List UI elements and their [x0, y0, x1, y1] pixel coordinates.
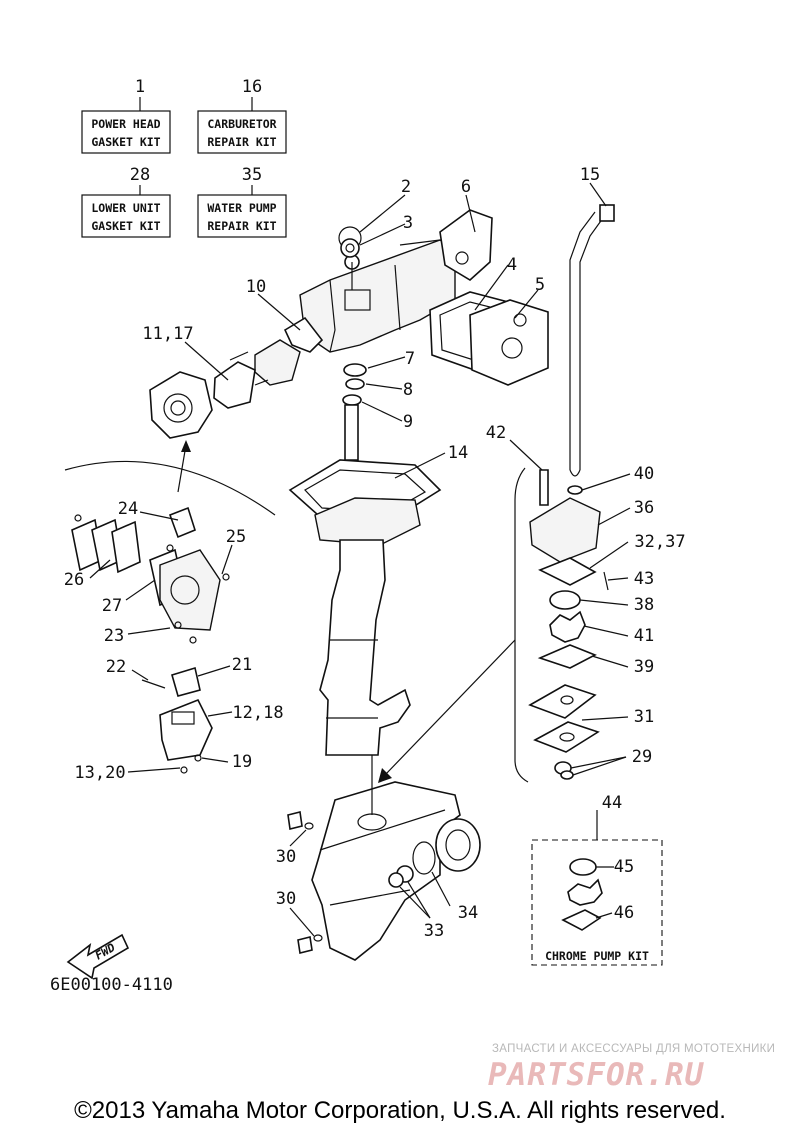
label-4: 4 [507, 255, 517, 275]
upper-casing [319, 539, 411, 756]
chrome-pump-kit-label: CHROME PUMP KIT [545, 949, 649, 963]
label-39: 39 [634, 657, 654, 677]
dowel-29b [560, 770, 574, 780]
label-30-upper: 30 [276, 847, 296, 867]
label-6: 6 [461, 177, 471, 197]
label-13-20: 13,20 [74, 763, 125, 783]
label-9: 9 [403, 412, 413, 432]
label-10: 10 [246, 277, 266, 297]
label-44: 44 [602, 793, 622, 813]
kit-carburetor-number: 16 [242, 77, 262, 97]
insert-38 [549, 590, 581, 610]
label-24: 24 [118, 499, 138, 519]
carburetor-body [149, 371, 213, 439]
fwd-arrow: FWD [66, 933, 130, 980]
kit-lower-unit-number: 28 [130, 165, 150, 185]
label-29: 29 [632, 747, 652, 767]
float-bowl [159, 698, 213, 761]
label-23: 23 [104, 626, 124, 646]
kit-carburetor-line2: REPAIR KIT [207, 135, 276, 149]
label-21: 21 [232, 655, 252, 675]
part-labels: 2 3 4 5 6 7 8 9 10 11,17 14 15 24 25 26 … [64, 165, 686, 941]
gasket-39 [537, 644, 597, 669]
label-43: 43 [634, 569, 654, 589]
label-7: 7 [405, 349, 415, 369]
drain-plug-upper [287, 811, 303, 830]
kit-lower-unit: 28 LOWER UNIT GASKET KIT [81, 165, 171, 238]
label-32-37: 32,37 [634, 532, 685, 552]
intake-manifold [254, 339, 301, 386]
bolt-42 [539, 469, 549, 506]
label-3: 3 [403, 213, 413, 233]
washer-8 [345, 378, 365, 390]
label-5: 5 [535, 275, 545, 295]
label-33: 33 [424, 921, 444, 941]
upper-casing-plate [314, 497, 421, 546]
oil-seal-33b [388, 872, 404, 888]
float-21 [171, 666, 201, 697]
label-22: 22 [106, 657, 126, 677]
label-46: 46 [614, 903, 634, 923]
power-head-block [299, 226, 456, 353]
o-ring-9 [342, 394, 362, 406]
label-27: 27 [102, 596, 122, 616]
label-42: 42 [486, 423, 506, 443]
kit-water-pump-line2: REPAIR KIT [207, 219, 276, 233]
lower-unit-casing [311, 781, 461, 961]
grommet-40 [567, 485, 583, 495]
watermark-tagline: ЗАПЧАСТИ И АКСЕССУАРЫ ДЛЯ МОТОТЕХНИКИ [492, 1043, 776, 1055]
label-2: 2 [401, 177, 411, 197]
hose-joint-15 [599, 204, 615, 222]
kit-carburetor: 16 CARBURETOR REPAIR KIT [197, 77, 287, 154]
label-31: 31 [634, 707, 654, 727]
label-34: 34 [458, 903, 478, 923]
copyright-notice: ©2013 Yamaha Motor Corporation, U.S.A. A… [74, 1097, 726, 1124]
impeller-41 [549, 610, 586, 643]
label-19: 19 [232, 752, 252, 772]
diagram-code: 6E00100-4110 [50, 975, 173, 995]
insert-45 [569, 858, 597, 876]
o-ring-34 [412, 841, 436, 875]
bearing-housing [435, 818, 481, 872]
label-15: 15 [580, 165, 600, 185]
kit-power-head-line2: GASKET KIT [91, 135, 160, 149]
kit-lower-unit-line1: LOWER UNIT [91, 201, 160, 215]
pump-housing-36 [529, 497, 601, 563]
impeller-46a [567, 878, 603, 906]
kit-water-pump-line1: WATER PUMP [207, 201, 276, 215]
kit-lower-unit-line2: GASKET KIT [91, 219, 160, 233]
label-26: 26 [64, 570, 84, 590]
insert-cartridge-32 [538, 557, 597, 586]
gasket-46 [561, 909, 602, 931]
leader-lines [89, 182, 631, 937]
label-30-lower: 30 [276, 889, 296, 909]
kit-power-head-number: 1 [135, 77, 145, 97]
kit-water-pump-number: 35 [242, 165, 262, 185]
fuel-pump-assembly [71, 506, 230, 644]
label-11-17: 11,17 [142, 324, 193, 344]
gasket-31 [533, 721, 600, 753]
kit-water-pump: 35 WATER PUMP REPAIR KIT [197, 165, 287, 238]
drive-shaft [344, 404, 359, 461]
gasket-10 [283, 316, 324, 353]
label-40: 40 [634, 464, 654, 484]
kit-carburetor-line1: CARBURETOR [207, 117, 276, 131]
outer-plate [528, 684, 597, 719]
label-41: 41 [634, 626, 654, 646]
label-12-18: 12,18 [232, 703, 283, 723]
label-36: 36 [634, 498, 654, 518]
label-25: 25 [226, 527, 246, 547]
label-8: 8 [403, 380, 413, 400]
kit-power-head-line1: POWER HEAD [91, 117, 160, 131]
gasket-5 [469, 299, 549, 386]
label-45: 45 [614, 857, 634, 877]
label-38: 38 [634, 595, 654, 615]
drain-plug-lower [297, 936, 313, 954]
label-14: 14 [448, 443, 468, 463]
kit-power-head: 1 POWER HEAD GASKET KIT [81, 77, 171, 154]
seal-7 [343, 363, 367, 377]
watermark-logo: PARTSFOR.RU [488, 1057, 705, 1093]
